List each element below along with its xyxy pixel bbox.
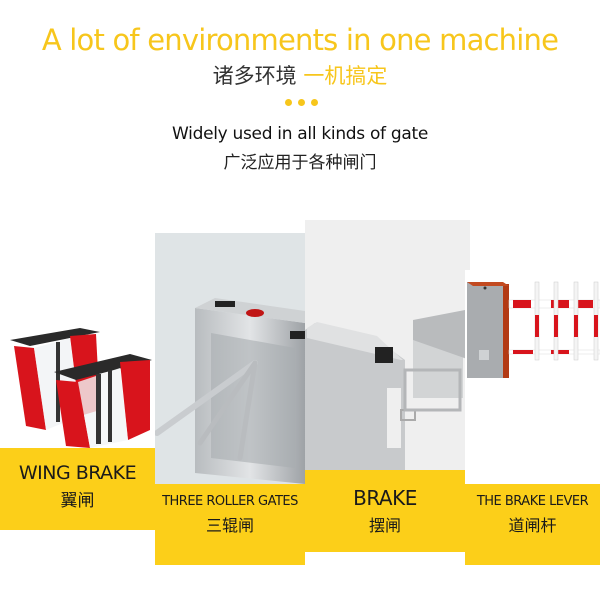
subline-accent: 一机搞定 bbox=[303, 64, 388, 88]
product-label-brake: BRAKE 摆闸 bbox=[305, 470, 465, 552]
label-en: BRAKE bbox=[353, 486, 417, 510]
dot-icon bbox=[311, 99, 318, 106]
subline-dark: 诸多环境 bbox=[212, 64, 297, 88]
label-en: WING BRAKE bbox=[18, 462, 137, 484]
product-label-the-brake-lever: THE BRAKE LEVER 道闸杆 bbox=[465, 484, 600, 565]
divider-dots bbox=[285, 99, 325, 109]
headline: A lot of environments in one machine bbox=[41, 23, 559, 57]
label-cn: 三辊闸 bbox=[205, 516, 254, 535]
wing-gate-image bbox=[0, 250, 155, 448]
subline: 诸多环境 一机搞定 bbox=[0, 62, 600, 90]
swing-gate-image bbox=[305, 220, 470, 470]
label-en: THREE ROLLER GATES bbox=[162, 494, 298, 509]
barrier-gate-image bbox=[465, 270, 600, 484]
product-label-wing-brake: WING BRAKE 翼闸 bbox=[0, 448, 155, 530]
label-cn: 翼闸 bbox=[60, 491, 95, 511]
tripod-turnstile-image bbox=[155, 233, 305, 484]
label-en: THE BRAKE LEVER bbox=[476, 494, 589, 509]
label-cn: 道闸杆 bbox=[508, 516, 557, 535]
product-label-three-roller-gates: THREE ROLLER GATES 三辊闸 bbox=[155, 484, 305, 565]
dot-icon bbox=[298, 99, 305, 106]
description-en: Widely used in all kinds of gate bbox=[172, 124, 428, 144]
description-cn: 广泛应用于各种闸门 bbox=[223, 153, 377, 173]
label-cn: 摆闸 bbox=[368, 516, 401, 535]
dot-icon bbox=[285, 99, 292, 106]
